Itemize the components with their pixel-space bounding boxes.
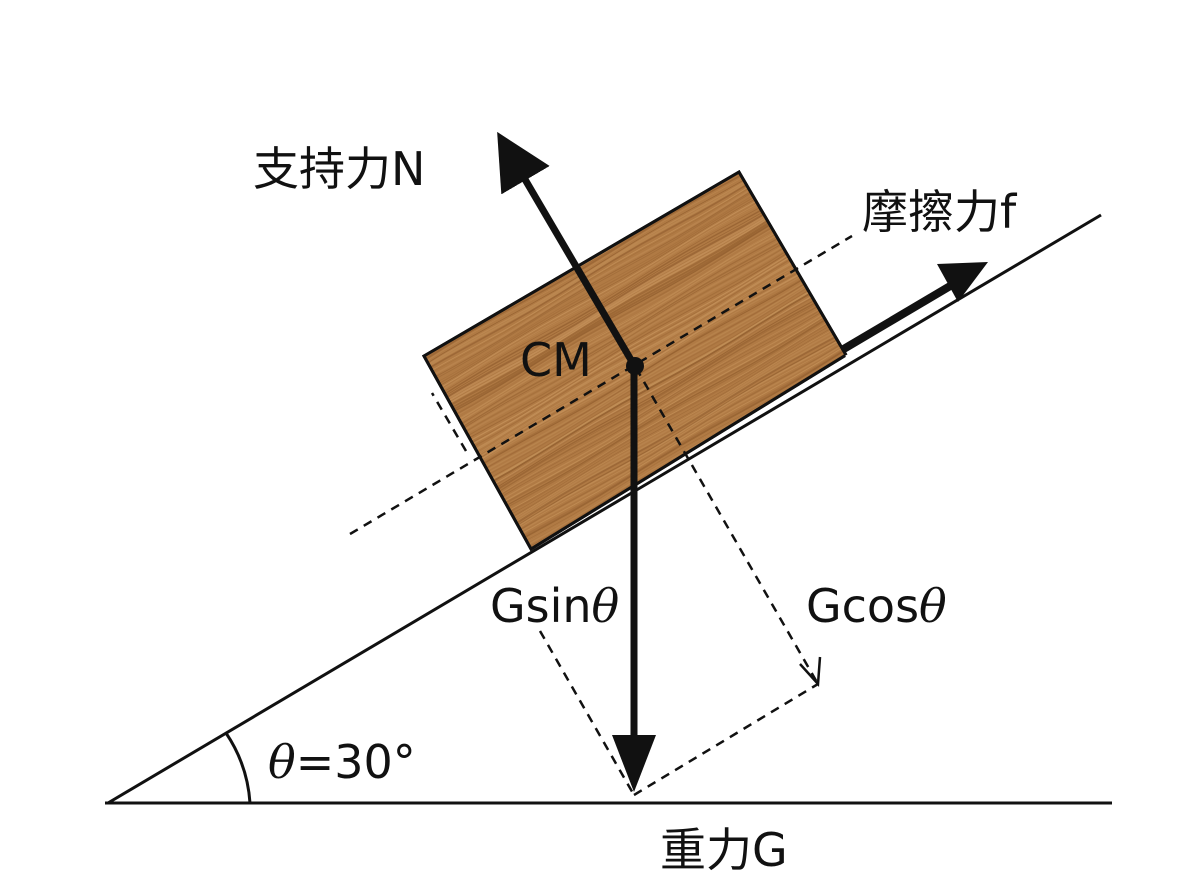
wood-grain-line — [459, 315, 846, 549]
wood-grain-line — [454, 303, 846, 549]
gravity-label: 重力G — [660, 823, 788, 877]
angle-label: θ=30° — [268, 735, 416, 789]
normal-force-label: 支持力N — [253, 142, 425, 196]
wood-grain-line — [438, 278, 846, 544]
wood-grain-line — [427, 260, 846, 524]
wood-grain-line — [452, 301, 846, 549]
wood-grain-line — [424, 254, 846, 518]
gsin-parallel-dashed — [538, 630, 636, 796]
incline-surface — [107, 213, 1102, 805]
perpendicular-axis-dashed — [430, 392, 468, 452]
wood-grain-line — [456, 308, 846, 549]
wood-grain-line — [426, 260, 846, 523]
gsin-prefix: Gsin — [490, 579, 592, 633]
friction-arrow — [839, 262, 988, 359]
wood-grain-line — [424, 242, 846, 508]
wood-grain-line — [431, 266, 846, 530]
gravity-arrowhead — [612, 735, 656, 792]
wood-grain-line — [424, 246, 846, 511]
wood-grain-line — [442, 286, 846, 549]
gcos-prefix: Gcos — [806, 579, 919, 633]
angle-arc — [224, 732, 252, 804]
angle-symbol: θ — [268, 735, 296, 789]
gcos-component-dashed — [634, 367, 820, 685]
friction-label: 摩擦力f — [862, 185, 1018, 239]
gcos-theta: θ — [919, 579, 947, 633]
wood-grain-line — [452, 301, 846, 549]
center-of-mass-dot — [626, 357, 644, 375]
normal-force-arrow — [497, 131, 638, 367]
wood-grain-line — [424, 256, 846, 520]
wood-grain-line — [445, 292, 846, 549]
gsin-label: Gsinθ — [490, 579, 619, 633]
wood-grain-line — [424, 240, 846, 506]
wood-grain-line — [446, 294, 846, 549]
parallel-axis-dashed — [349, 234, 853, 536]
wood-grain-line — [424, 248, 846, 513]
wood-grain-line — [447, 295, 846, 549]
wood-grain-line — [434, 270, 846, 535]
angle-value: =30° — [296, 735, 416, 789]
wood-grain-line — [436, 272, 846, 538]
wood-grain-line — [436, 274, 846, 540]
wood-grain-line — [438, 277, 846, 542]
wood-grain-line — [458, 312, 846, 549]
wood-grain-line — [424, 250, 846, 514]
wood-grain-line — [439, 281, 846, 545]
wood-grain-line — [429, 263, 846, 527]
wood-grain-line — [455, 306, 846, 549]
gsin-base-dashed — [633, 682, 819, 797]
wood-grain-line — [454, 305, 846, 549]
wood-grain-line — [457, 310, 846, 549]
wood-grain-line — [432, 267, 846, 533]
wood-grain-line — [440, 282, 846, 546]
wood-grain-line — [444, 290, 846, 549]
center-of-mass-label: CM — [520, 333, 592, 387]
wood-grain-line — [424, 253, 846, 516]
wood-grain-line — [424, 244, 846, 510]
wood-grain-line — [430, 265, 846, 529]
gcos-label: Gcosθ — [806, 579, 947, 633]
wood-grain-line — [434, 271, 846, 536]
gsin-theta: θ — [592, 579, 620, 633]
wood-grain-line — [450, 298, 846, 549]
wood-grain-line — [442, 285, 846, 548]
